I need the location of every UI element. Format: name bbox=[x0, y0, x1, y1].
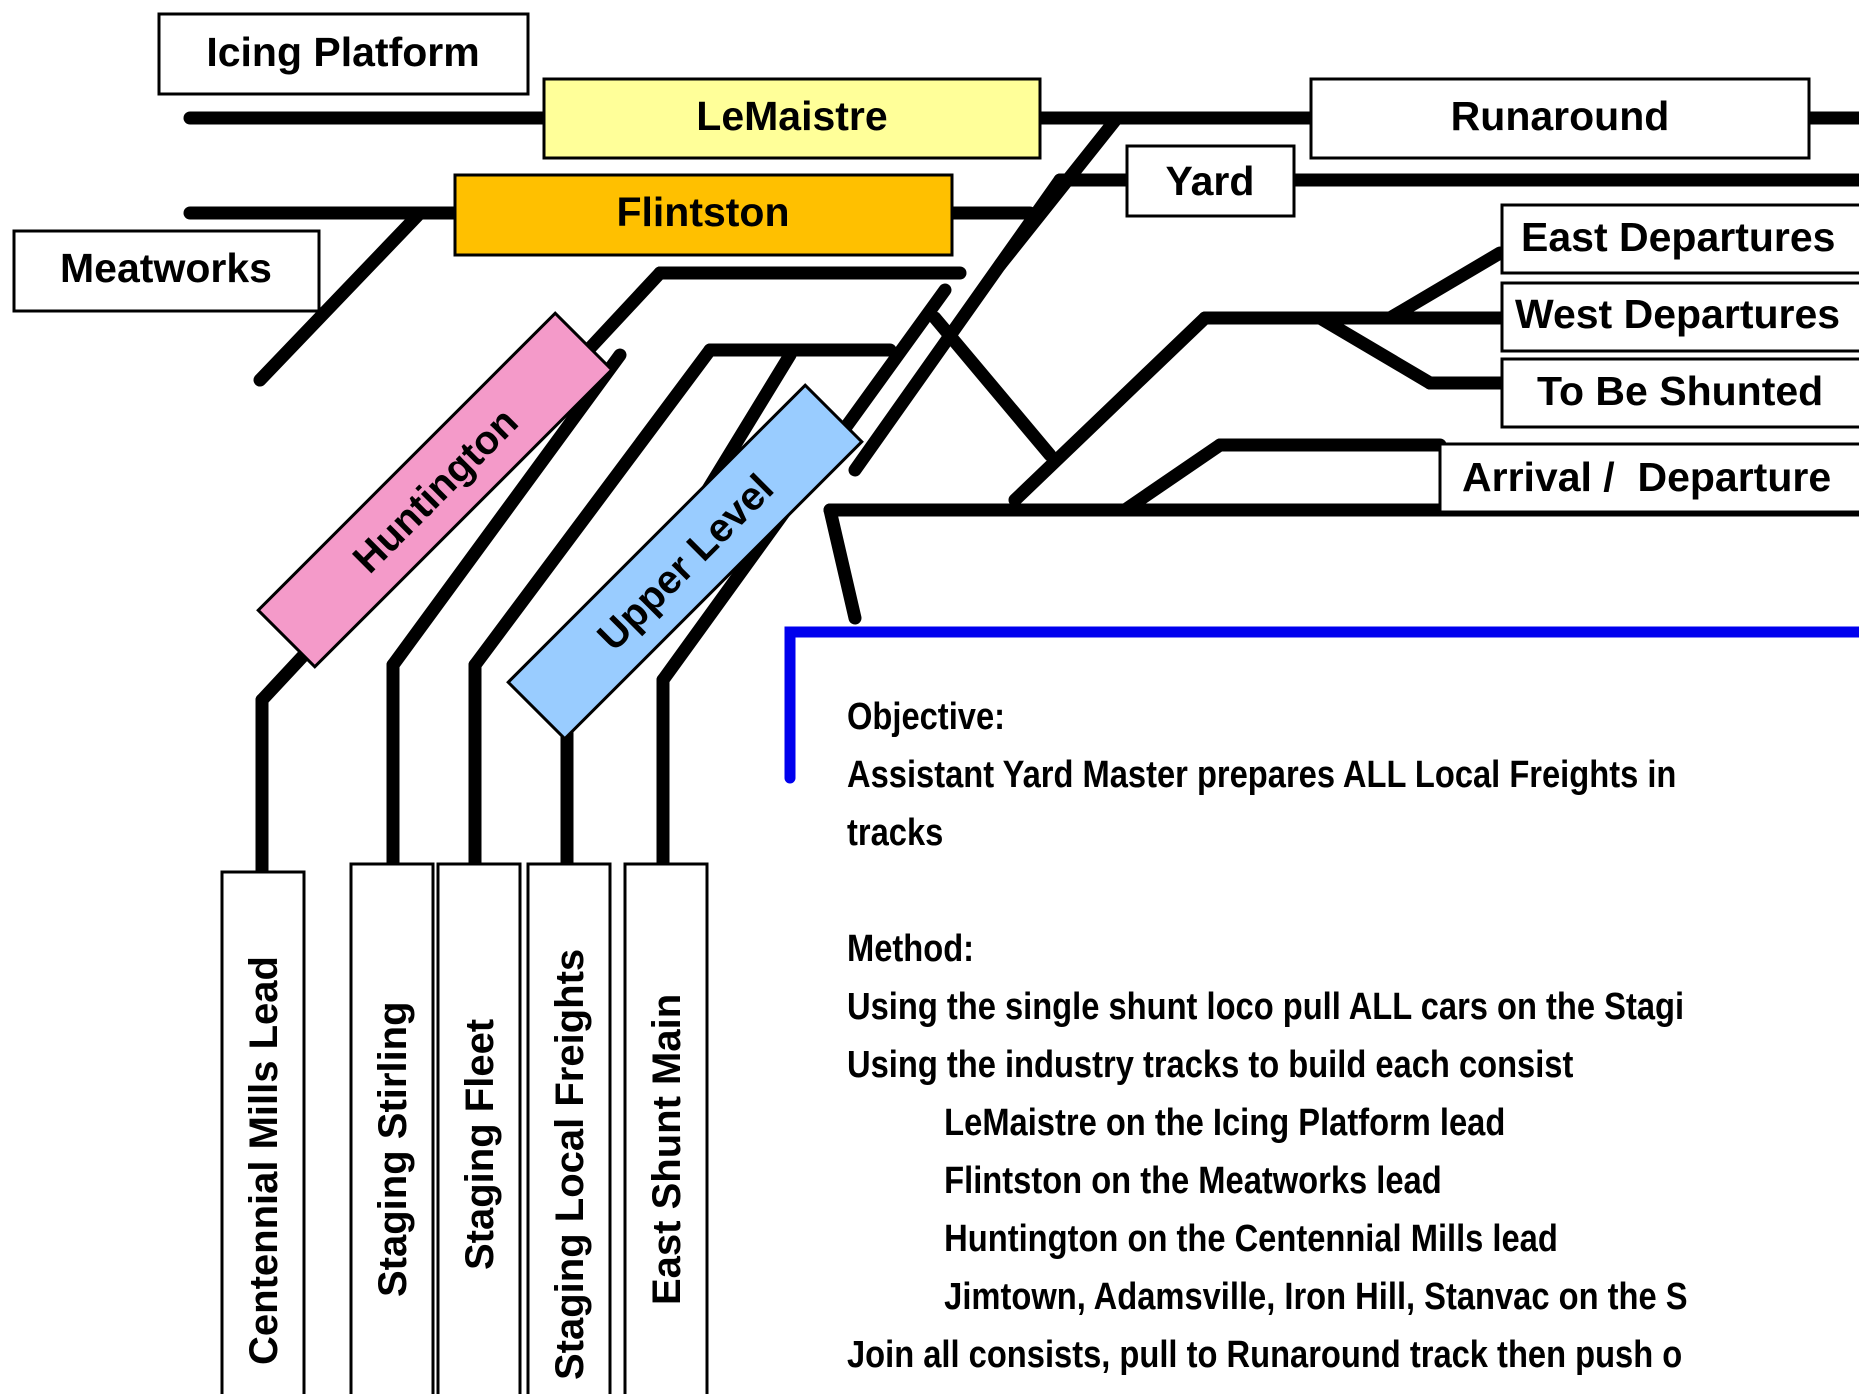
track-crossover bbox=[928, 311, 1057, 462]
label-arrival-departure-text: Arrival / Departure bbox=[1462, 454, 1831, 500]
label-meatworks-text: Meatworks bbox=[60, 245, 272, 291]
objective-heading: Objective: bbox=[847, 696, 1006, 738]
track-stirling-diagonal bbox=[386, 348, 627, 672]
track-meatworks-spur bbox=[253, 206, 427, 387]
label-east-shunt-main-text: East Shunt Main bbox=[645, 994, 689, 1305]
label-meatworks: Meatworks bbox=[12, 229, 321, 313]
label-centennial-mills-lead: Centennial Mills Lead bbox=[220, 870, 306, 1394]
label-staging-fleet: Staging Fleet bbox=[436, 862, 522, 1394]
label-east-departures: East Departures bbox=[1500, 203, 1859, 275]
label-staging-fleet-text: Staging Fleet bbox=[458, 1019, 502, 1270]
method-line-7: Join all consists, pull to Runaround tra… bbox=[847, 1334, 1683, 1376]
label-icing-platform: Icing Platform bbox=[157, 12, 530, 96]
label-flintston-text: Flintston bbox=[616, 189, 789, 235]
track-shunted-branch bbox=[1313, 311, 1437, 390]
label-staging-local-freights-text: Staging Local Freights bbox=[548, 949, 592, 1380]
label-staging-stirling: Staging Stirling bbox=[349, 862, 435, 1394]
label-centennial-mills-lead-text: Centennial Mills Lead bbox=[242, 956, 286, 1365]
method-line-3: LeMaistre on the Icing Platform lead bbox=[944, 1102, 1506, 1144]
label-west-departures: West Departures bbox=[1500, 281, 1859, 353]
label-arrival-departure: Arrival / Departure bbox=[1438, 442, 1859, 514]
track-yard-ladder bbox=[848, 173, 1067, 477]
method-line-5: Huntington on the Centennial Mills lead bbox=[944, 1218, 1558, 1260]
label-yard: Yard bbox=[1125, 144, 1296, 218]
label-to-be-shunted-text: To Be Shunted bbox=[1537, 368, 1823, 414]
label-runaround-text: Runaround bbox=[1451, 93, 1670, 139]
label-staging-stirling-text: Staging Stirling bbox=[371, 1001, 415, 1297]
label-huntington-text: Huntington bbox=[345, 400, 527, 582]
label-west-departures-text: West Departures bbox=[1515, 291, 1840, 337]
method-line-4: Flintston on the Meatworks lead bbox=[944, 1160, 1442, 1202]
method-line-1: Using the single shunt loco pull ALL car… bbox=[847, 986, 1685, 1028]
objective-line-2: tracks bbox=[847, 812, 944, 854]
notes-bracket bbox=[784, 626, 1859, 784]
spacer bbox=[847, 862, 1724, 920]
label-lemaistre: LeMaistre bbox=[542, 77, 1042, 160]
track-fleet-diagonal bbox=[468, 343, 717, 672]
track-departures-ladder bbox=[1008, 311, 1212, 507]
track-arrival-branch bbox=[1118, 438, 1227, 517]
objective-line-1: Assistant Yard Master prepares ALL Local… bbox=[847, 754, 1677, 796]
label-runaround: Runaround bbox=[1309, 77, 1811, 160]
label-to-be-shunted: To Be Shunted bbox=[1500, 357, 1859, 429]
method-line-2: Using the industry tracks to build each … bbox=[847, 1044, 1574, 1086]
label-yard-text: Yard bbox=[1166, 158, 1255, 204]
label-lemaistre-text: LeMaistre bbox=[696, 93, 887, 139]
label-staging-local-freights: Staging Local Freights bbox=[526, 862, 612, 1394]
method-heading: Method: bbox=[847, 928, 975, 970]
label-east-departures-text: East Departures bbox=[1521, 214, 1835, 260]
track-east-departures-branch bbox=[1383, 246, 1507, 325]
instructions-panel: Objective: Assistant Yard Master prepare… bbox=[847, 688, 1724, 1384]
label-east-shunt-main: East Shunt Main bbox=[623, 862, 709, 1394]
label-flintston: Flintston bbox=[453, 173, 954, 257]
method-line-6: Jimtown, Adamsville, Iron Hill, Stanvac … bbox=[944, 1276, 1688, 1318]
track-upper-level-lead bbox=[823, 503, 862, 625]
label-icing-platform-text: Icing Platform bbox=[206, 29, 479, 75]
